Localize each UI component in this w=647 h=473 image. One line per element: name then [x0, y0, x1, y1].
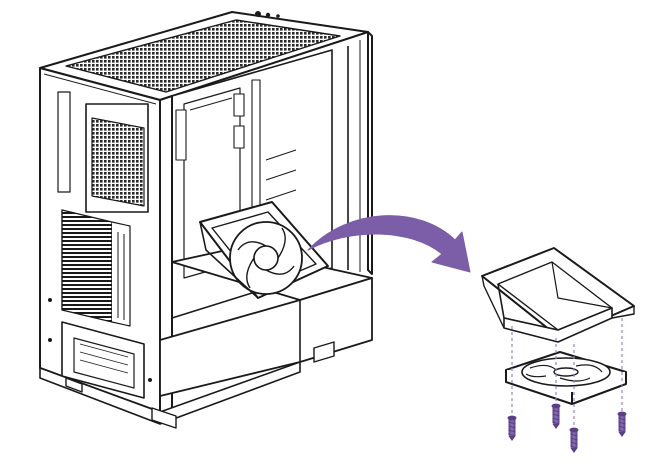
front-io-port [276, 14, 280, 18]
pc-case-icon [39, 11, 373, 429]
case-foot [313, 341, 335, 363]
case-front-panel [367, 31, 373, 275]
power-button [255, 11, 261, 17]
mounted-fan-bracket [199, 201, 329, 299]
top-mesh-grille [65, 19, 341, 93]
front-io-button [265, 12, 271, 18]
screw-guide-lines [511, 318, 623, 428]
fan-bracket-icon [481, 247, 635, 343]
fan-icon [505, 351, 627, 405]
case-foot [65, 377, 83, 393]
screw-icon [569, 427, 579, 453]
expansion-slots [61, 209, 113, 323]
curved-arrow-icon [307, 215, 471, 273]
screw-icon [507, 415, 517, 441]
case-foot [151, 407, 177, 429]
rear-fan-mesh [91, 117, 145, 207]
screws-group [507, 403, 627, 453]
screw-icon [551, 403, 561, 429]
screw-icon [617, 411, 627, 437]
